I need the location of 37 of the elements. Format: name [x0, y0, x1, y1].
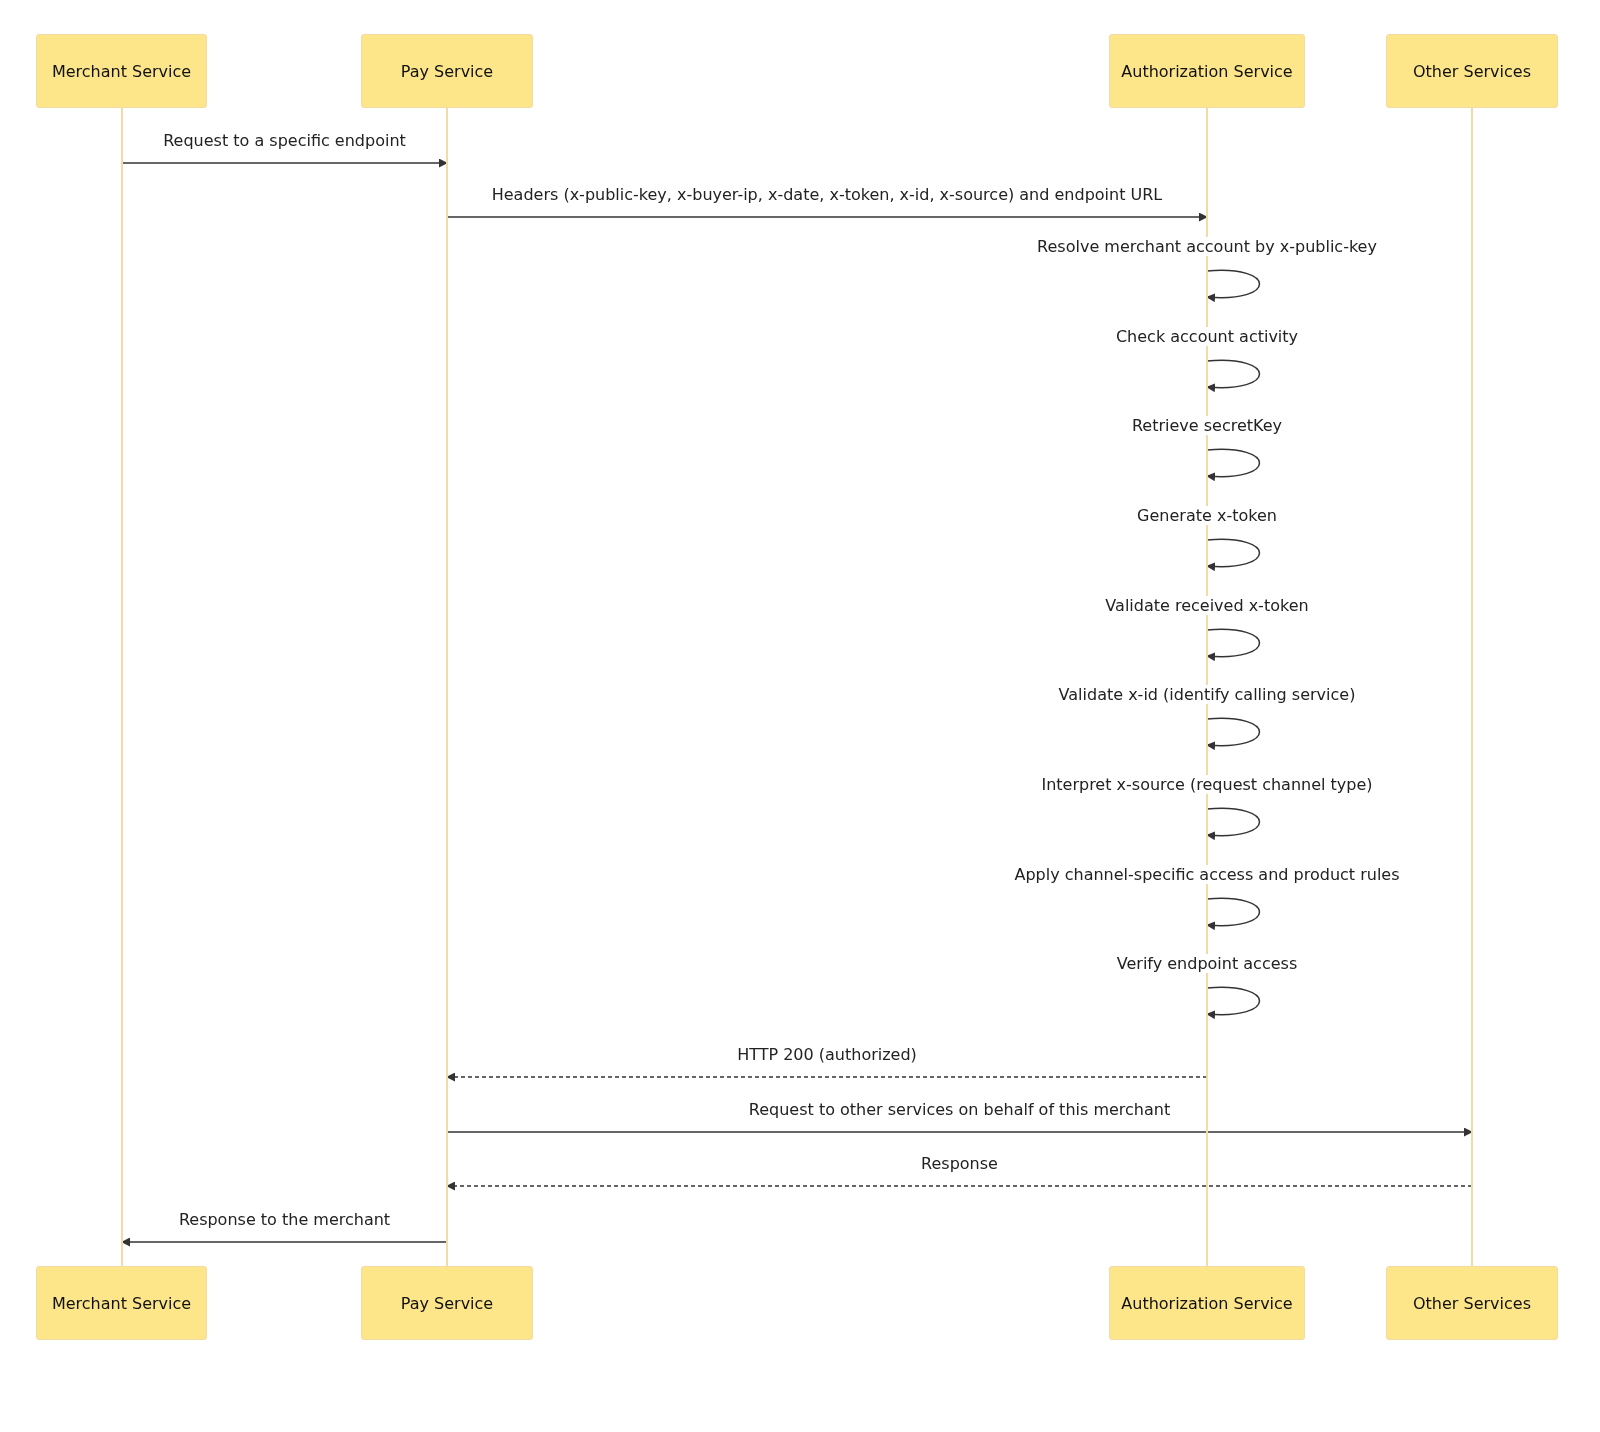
message-label: Apply channel-specific access and product rules [1012, 865, 1402, 884]
message-arrow [446, 1127, 1473, 1137]
lifeline [1206, 108, 1208, 1266]
message-arrow [446, 1181, 1473, 1191]
message-label: Resolve merchant account by x-public-key [1035, 237, 1379, 256]
self-message-arrow [1206, 269, 1261, 302]
self-message-arrow [1206, 448, 1261, 481]
participant-box: Pay Service [361, 1266, 533, 1340]
message-label: Response [919, 1154, 1000, 1173]
lifeline [121, 108, 123, 1266]
participant-box: Other Services [1386, 34, 1558, 108]
lifeline [446, 108, 448, 1266]
self-message-arrow [1206, 897, 1261, 930]
message-label: HTTP 200 (authorized) [735, 1045, 919, 1064]
participant-box: Pay Service [361, 34, 533, 108]
message-label: Generate x-token [1135, 506, 1279, 525]
self-message-arrow [1206, 717, 1261, 750]
participant-box: Authorization Service [1109, 1266, 1305, 1340]
message-label: Request to a specific endpoint [161, 131, 408, 150]
participant-box: Merchant Service [36, 1266, 207, 1340]
message-label: Validate x-id (identify calling service) [1056, 685, 1358, 704]
self-message-arrow [1206, 986, 1261, 1019]
message-arrow [121, 158, 448, 168]
participant-box: Other Services [1386, 1266, 1558, 1340]
self-message-arrow [1206, 807, 1261, 840]
message-label: Check account activity [1113, 327, 1301, 346]
message-arrow [446, 1072, 1208, 1082]
lifeline [1471, 108, 1473, 1266]
message-arrow [446, 212, 1208, 222]
participant-box: Authorization Service [1109, 34, 1305, 108]
self-message-arrow [1206, 359, 1261, 392]
self-message-arrow [1206, 538, 1261, 571]
self-message-arrow [1206, 628, 1261, 661]
participant-box: Merchant Service [36, 34, 207, 108]
message-label: Verify endpoint access [1114, 954, 1300, 973]
message-arrow [121, 1237, 448, 1247]
message-label: Validate received x-token [1103, 596, 1311, 615]
